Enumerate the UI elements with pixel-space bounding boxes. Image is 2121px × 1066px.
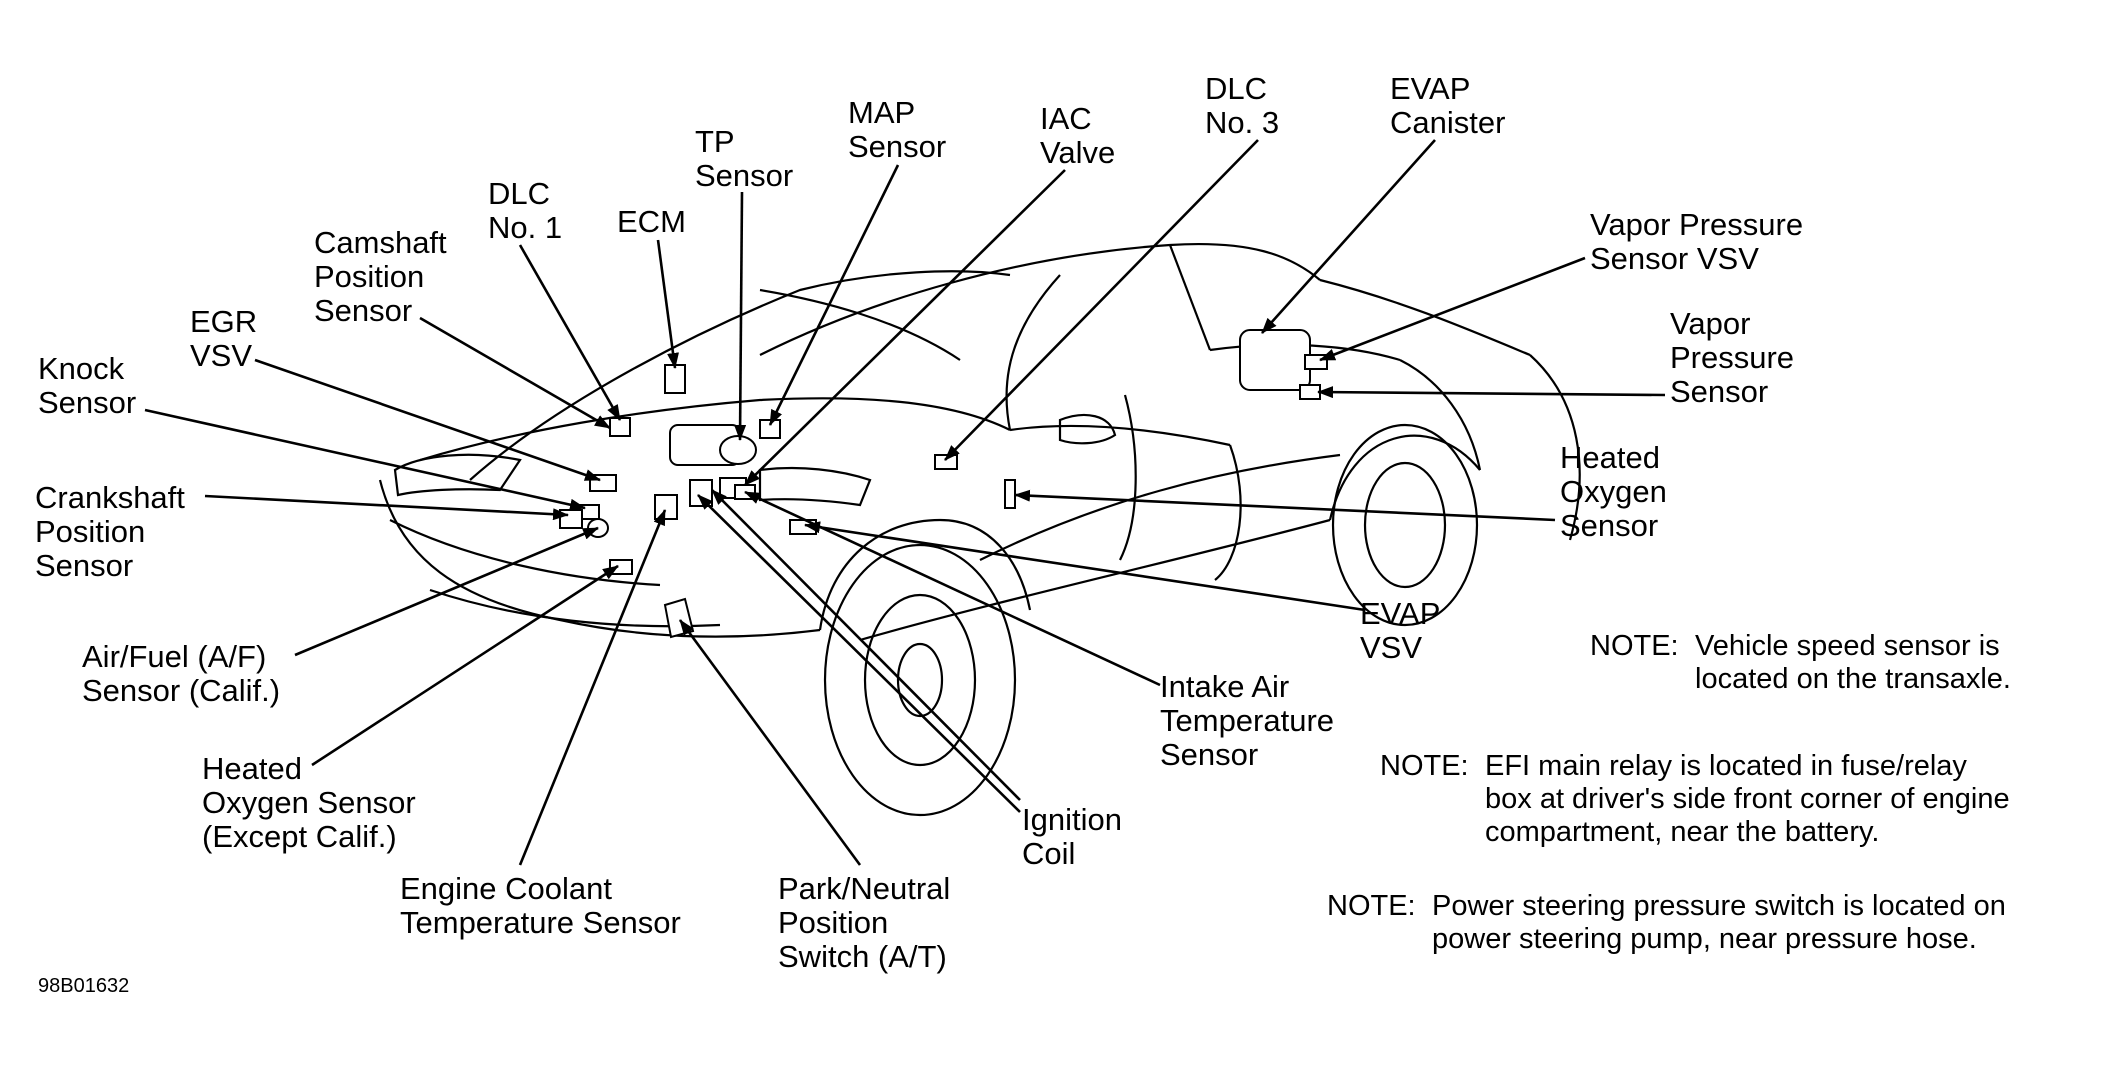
label-heated-oxygen-sensor-rear: Heated Oxygen Sensor [1560,440,1667,543]
vapor-sensor-icon [1299,384,1321,400]
leader-line-map_sensor [768,164,900,426]
label-engine-coolant-temperature-sensor: Engine Coolant Temperature Sensor [400,871,681,940]
leader-line-ect [518,509,667,866]
leader-line-evap_vsv [804,521,1366,612]
leader-line-evap_canister [1261,139,1436,334]
crankshaft-sensor-icon [559,509,583,529]
label-evap-canister: EVAP Canister [1390,71,1506,140]
label-camshaft-position-sensor: Camshaft Position Sensor [314,225,447,328]
figure-code: 98B01632 [38,975,130,997]
label-ecm: ECM [617,204,686,239]
leader-line-ignition [697,494,1021,813]
ect-sensor-icon [654,494,678,520]
dlc1-connector-icon [609,417,631,437]
ho2s-rear-icon [1004,479,1016,509]
note-key: NOTE: [1380,750,1469,782]
note-text: Power steering pressure switch is locate… [1432,890,2006,955]
label-heated-oxygen-sensor-front: Heated Oxygen Sensor (Except Calif.) [202,751,416,854]
note-efi-main-relay: NOTE: EFI main relay is located in fuse/… [1380,750,2100,855]
label-evap-vsv: EVAP VSV [1360,596,1441,665]
leader-line-vapor_vsv [1319,256,1586,362]
leader-line-tp_sensor [734,191,747,441]
leader-line-ignition [711,489,1021,801]
leader-line-pnp [678,619,862,866]
leader-line-crankshaft [204,494,569,521]
leader-line-ecm [656,239,679,369]
leader-line-ho2s_rear [1014,489,1556,522]
note-text: EFI main relay is located in fuse/relay … [1485,750,2010,848]
car-outline [378,242,1581,817]
label-egr-vsv: EGR VSV [190,304,258,373]
leader-line-af_sensor [294,526,599,657]
engine-components [559,329,1328,639]
leader-line-dlc3 [944,139,1259,461]
label-tp-sensor: TP Sensor [695,124,794,193]
leader-lines [144,139,1666,866]
leader-line-vapor_pressure [1317,386,1666,399]
note-key: NOTE: [1590,630,1679,662]
dlc3-connector-icon [934,454,958,470]
leader-line-dlc1 [518,244,622,421]
ecm-icon [664,364,686,394]
label-iac-valve: IAC Valve [1040,101,1116,170]
vsv-vapor-icon [1304,354,1328,370]
note-key: NOTE: [1327,890,1416,922]
label-intake-air-temperature-sensor: Intake Air Temperature Sensor [1160,669,1335,772]
note-vehicle-speed-sensor: NOTE: Vehicle speed sensor is located on… [1590,630,2070,700]
label-park-neutral-position-switch: Park/Neutral Position Switch (A/T) [778,871,951,974]
leader-line-ho2s_front [311,564,619,767]
label-knock-sensor: Knock Sensor [38,351,137,420]
ignition-coil-icon [689,479,713,507]
label-dlc-no1: DLC No. 1 [488,176,563,245]
label-crankshaft-position-sensor: Crankshaft Position Sensor [35,480,185,583]
label-map-sensor: MAP Sensor [848,95,947,164]
label-vapor-pressure-sensor: Vapor Pressure Sensor [1670,306,1795,409]
label-air-fuel-sensor: Air/Fuel (A/F) Sensor (Calif.) [82,639,281,708]
label-dlc-no3: DLC No. 3 [1205,71,1280,140]
note-text: Vehicle speed sensor is located on the t… [1695,630,2011,695]
tp-sensor-icon [719,435,757,465]
leader-line-camshaft [419,316,611,430]
ho2s-front-icon [609,559,633,575]
leader-line-egr_vsv [254,358,601,482]
label-vapor-pressure-sensor-vsv: Vapor Pressure Sensor VSV [1590,207,1804,276]
note-power-steering-pressure-switch: NOTE: Power steering pressure switch is … [1327,890,2107,960]
leader-line-iac_valve [744,169,1066,486]
leader-line-knock [144,408,586,511]
label-ignition-coil: Ignition Coil [1022,802,1122,871]
evap-canister-icon [1239,329,1311,391]
